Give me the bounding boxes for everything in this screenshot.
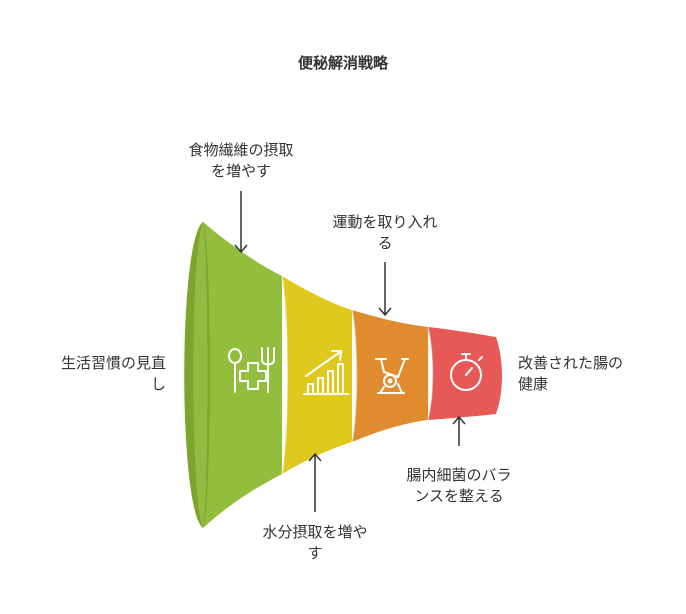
stage-divider: [351, 309, 358, 443]
funnel-input-label: 生活習慣の見直 し: [61, 353, 166, 395]
stage-label-4-line-1: 腸内細菌のバラ: [406, 466, 512, 484]
stopwatch-icon: [450, 353, 483, 391]
stage-label-2: 水分摂取を増や す: [235, 522, 395, 564]
diagram-title: 便秘解消戦略: [297, 54, 388, 72]
exercise-bike-icon: [375, 358, 409, 394]
funnel-stage-2: [282, 276, 352, 474]
stage-divider: [281, 275, 288, 475]
fork-plus-icon: [228, 347, 275, 393]
stage-label-2-line-1: 水分摂取を増や: [262, 523, 368, 541]
stage-label-2-line-2: す: [307, 544, 323, 562]
arrow-up-stage-2: [308, 452, 322, 512]
funnel-output-label: 改善された腸の 健康: [518, 353, 623, 395]
funnel-stage-1: [203, 222, 282, 528]
stage-divider: [427, 326, 434, 421]
arrow-up-stage-4: [452, 415, 466, 446]
stage-label-1-line-2: を増やす: [210, 162, 271, 180]
stage-label-3-line-2: る: [377, 234, 393, 252]
bar-chart-growth-icon: [303, 350, 349, 395]
funnel-stage-4: [428, 327, 502, 420]
funnel-input-label-line-2: し: [150, 375, 166, 393]
stage-label-4: 腸内細菌のバラ ンスを整える: [379, 465, 539, 507]
stage-label-3: 運動を取り入れ る: [305, 212, 465, 254]
funnel-output-label-line-2: 健康: [518, 375, 549, 393]
stage-label-4-line-2: ンスを整える: [414, 487, 504, 505]
funnel-input-label-line-1: 生活習慣の見直: [60, 354, 166, 372]
stage-label-3-line-1: 運動を取り入れ: [332, 213, 438, 231]
arrow-down-stage-3: [378, 262, 392, 317]
funnel-output-label-line-1: 改善された腸の: [518, 354, 624, 372]
arrow-down-stage-1: [234, 191, 248, 254]
stage-label-1-line-1: 食物繊維の摂取: [188, 141, 294, 159]
funnel-mouth-highlight: [193, 222, 208, 528]
stage-label-1: 食物繊維の摂取 を増やす: [161, 140, 321, 182]
